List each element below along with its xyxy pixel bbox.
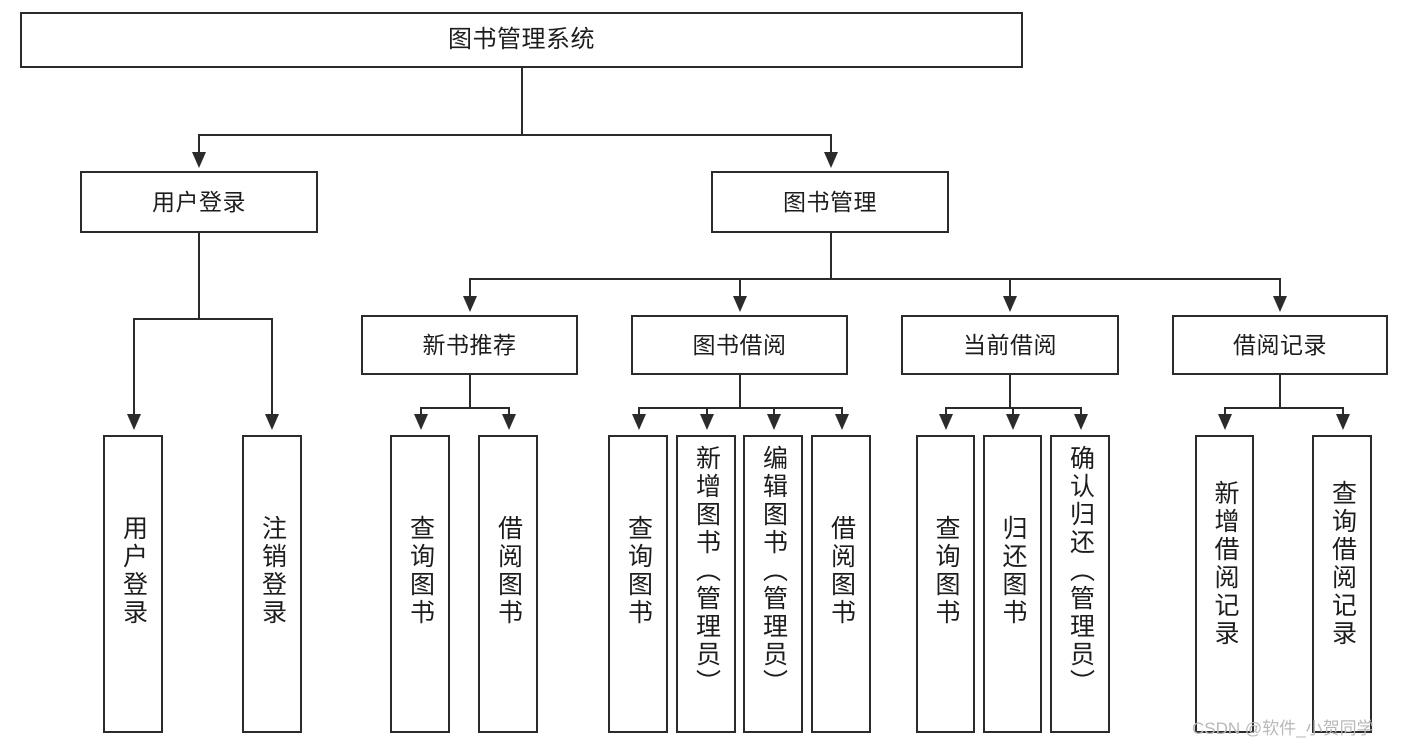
arrowhead-book-borrow bbox=[733, 296, 747, 312]
node-leaf-query-book-3[interactable]: 查询图书 bbox=[916, 435, 975, 733]
node-book-manage-label: 图书管理 bbox=[783, 188, 877, 215]
connector-user-login-stem bbox=[198, 233, 200, 318]
node-leaf-borrow-book-2[interactable]: 借阅图书 bbox=[811, 435, 871, 733]
arrowhead-leaf-borrow-book-2 bbox=[835, 414, 849, 430]
node-borrow-record-label: 借阅记录 bbox=[1233, 331, 1327, 358]
connector-to-leaf-add-record bbox=[1224, 407, 1226, 416]
node-leaf-add-record-label: 新增借阅记录 bbox=[1211, 480, 1239, 648]
node-root[interactable]: 图书管理系统 bbox=[20, 12, 1023, 68]
node-leaf-query-book-1-label: 查询图书 bbox=[406, 515, 435, 627]
connector-to-leaf-edit-book bbox=[773, 407, 775, 416]
node-leaf-query-book-2[interactable]: 查询图书 bbox=[608, 435, 668, 733]
node-root-label: 图书管理系统 bbox=[448, 26, 595, 54]
node-leaf-confirm-return-label: 确认归还（管理员） bbox=[1066, 445, 1095, 697]
connector-book-borrow-bus bbox=[638, 407, 842, 409]
connector-to-leaf-query-book-3 bbox=[945, 407, 947, 416]
connector-root-stem bbox=[521, 68, 523, 134]
node-leaf-user-login-label: 用户登录 bbox=[119, 515, 148, 627]
node-leaf-borrow-book-1[interactable]: 借阅图书 bbox=[478, 435, 538, 733]
connector-to-leaf-query-book-1 bbox=[420, 407, 422, 416]
node-new-book-recommend-label: 新书推荐 bbox=[422, 331, 517, 358]
watermark-label: CSDN @软件_小贺同学 bbox=[1192, 719, 1374, 738]
node-borrow-record[interactable]: 借阅记录 bbox=[1172, 315, 1388, 375]
connector-level2-bus bbox=[198, 134, 832, 136]
connector-user-login-bus bbox=[133, 318, 272, 320]
arrowhead-leaf-query-record bbox=[1336, 414, 1350, 430]
connector-to-leaf-user-login bbox=[133, 318, 135, 416]
node-current-borrow-label: 当前借阅 bbox=[963, 331, 1057, 358]
node-leaf-user-logout-label: 注销登录 bbox=[258, 515, 287, 627]
arrowhead-leaf-return-book bbox=[1006, 414, 1020, 430]
node-leaf-query-record[interactable]: 查询借阅记录 bbox=[1312, 435, 1372, 733]
connector-to-new-book-recommend bbox=[469, 278, 471, 298]
arrowhead-borrow-record bbox=[1273, 296, 1287, 312]
arrowhead-user-login bbox=[192, 152, 206, 168]
node-user-login[interactable]: 用户登录 bbox=[80, 171, 318, 233]
connector-to-borrow-record bbox=[1279, 278, 1281, 298]
node-leaf-query-book-3-label: 查询图书 bbox=[932, 515, 960, 627]
connector-book-borrow-stem bbox=[739, 375, 741, 407]
arrowhead-leaf-borrow-book-1 bbox=[502, 414, 516, 430]
node-leaf-edit-book[interactable]: 编辑图书（管理员） bbox=[743, 435, 803, 733]
connector-to-leaf-return-book bbox=[1012, 407, 1014, 416]
arrowhead-leaf-query-book-1 bbox=[414, 414, 428, 430]
connector-to-leaf-query-book-2 bbox=[638, 407, 640, 416]
arrowhead-leaf-add-book bbox=[700, 414, 714, 430]
node-new-book-recommend[interactable]: 新书推荐 bbox=[361, 315, 578, 375]
node-leaf-add-record[interactable]: 新增借阅记录 bbox=[1195, 435, 1254, 733]
connector-to-book-manage bbox=[830, 134, 832, 154]
connector-to-user-login bbox=[198, 134, 200, 154]
connector-book-manage-stem bbox=[830, 233, 832, 278]
connector-to-leaf-query-record bbox=[1342, 407, 1344, 416]
node-leaf-borrow-book-1-label: 借阅图书 bbox=[494, 515, 523, 627]
node-leaf-edit-book-label: 编辑图书（管理员） bbox=[759, 445, 788, 697]
node-leaf-user-logout[interactable]: 注销登录 bbox=[242, 435, 302, 733]
node-leaf-return-book-label: 归还图书 bbox=[999, 515, 1027, 627]
arrowhead-new-book-recommend bbox=[463, 296, 477, 312]
node-book-manage[interactable]: 图书管理 bbox=[711, 171, 949, 233]
node-leaf-confirm-return[interactable]: 确认归还（管理员） bbox=[1050, 435, 1110, 733]
arrowhead-leaf-user-logout bbox=[265, 414, 279, 430]
connector-current-borrow-stem bbox=[1009, 375, 1011, 407]
node-leaf-query-book-2-label: 查询图书 bbox=[624, 515, 653, 627]
node-leaf-add-book[interactable]: 新增图书（管理员） bbox=[676, 435, 736, 733]
node-leaf-query-record-label: 查询借阅记录 bbox=[1328, 480, 1357, 648]
node-leaf-add-book-label: 新增图书（管理员） bbox=[692, 445, 721, 697]
node-leaf-user-login[interactable]: 用户登录 bbox=[103, 435, 163, 733]
connector-to-leaf-add-book bbox=[706, 407, 708, 416]
node-user-login-label: 用户登录 bbox=[152, 188, 246, 215]
arrowhead-current-borrow bbox=[1003, 296, 1017, 312]
arrowhead-leaf-edit-book bbox=[767, 414, 781, 430]
arrowhead-leaf-user-login bbox=[127, 414, 141, 430]
node-current-borrow[interactable]: 当前借阅 bbox=[901, 315, 1119, 375]
connector-to-leaf-confirm-return bbox=[1080, 407, 1082, 416]
connector-new-book-recommend-stem bbox=[469, 375, 471, 407]
connector-to-leaf-borrow-book-2 bbox=[841, 407, 843, 416]
connector-borrow-record-bus bbox=[1224, 407, 1342, 409]
arrowhead-book-manage bbox=[824, 152, 838, 168]
connector-new-book-recommend-bus bbox=[420, 407, 509, 409]
connector-to-book-borrow bbox=[739, 278, 741, 298]
node-book-borrow-label: 图书借阅 bbox=[692, 331, 787, 358]
connector-to-leaf-borrow-book-1 bbox=[508, 407, 510, 416]
arrowhead-leaf-add-record bbox=[1218, 414, 1232, 430]
connector-to-current-borrow bbox=[1009, 278, 1011, 298]
node-leaf-return-book[interactable]: 归还图书 bbox=[983, 435, 1042, 733]
node-book-borrow[interactable]: 图书借阅 bbox=[631, 315, 848, 375]
connector-borrow-record-stem bbox=[1279, 375, 1281, 407]
arrowhead-leaf-query-book-2 bbox=[632, 414, 646, 430]
arrowhead-leaf-query-book-3 bbox=[939, 414, 953, 430]
connector-level3-bus bbox=[469, 278, 1281, 280]
arrowhead-leaf-confirm-return bbox=[1074, 414, 1088, 430]
node-leaf-borrow-book-2-label: 借阅图书 bbox=[827, 515, 856, 627]
node-leaf-query-book-1[interactable]: 查询图书 bbox=[390, 435, 450, 733]
connector-to-leaf-user-logout bbox=[271, 318, 273, 416]
